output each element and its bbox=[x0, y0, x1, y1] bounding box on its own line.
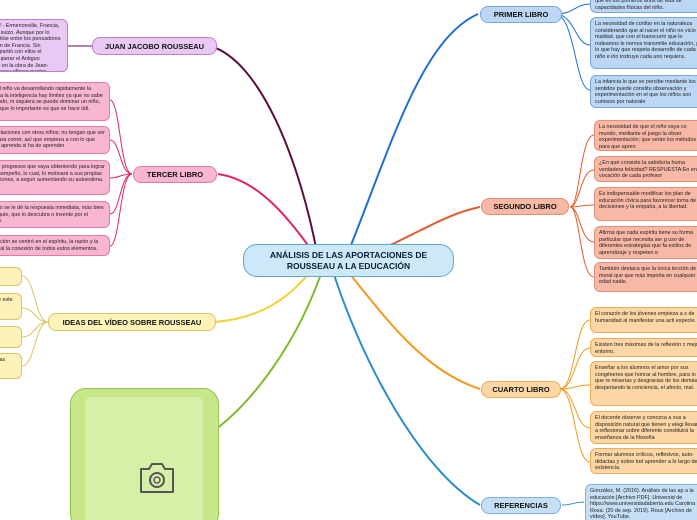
leaf-cuarto-4[interactable]: El docente observe y conozca a sus a dis… bbox=[590, 411, 697, 444]
branch-juan-jacobo-rousseau[interactable]: JUAN JACOBO ROUSSEAU bbox=[92, 37, 217, 55]
branch-segundo-libro[interactable]: SEGUNDO LIBRO bbox=[481, 198, 569, 215]
leaf-segundo-1[interactable]: La necesidad de que el niño vaya co mund… bbox=[594, 120, 697, 151]
link-jacobo bbox=[209, 45, 319, 259]
leaf-ideas-2[interactable]: de este bbox=[0, 293, 22, 320]
leaf-ideas-3[interactable]: a bbox=[0, 326, 22, 348]
link-cuarto bbox=[339, 261, 481, 390]
leaf-segundo-3[interactable]: Es indispensable modificar los plan de e… bbox=[594, 187, 697, 221]
leaf-primer-2[interactable]: La necesidad de confiar en la naturaleza… bbox=[590, 17, 697, 69]
leaf-tercer-2[interactable]: Sus relaciones con otros niños; no tenga… bbox=[0, 126, 110, 154]
leaf-cuarto-3[interactable]: Enseñar a los alumnos el amor por sus co… bbox=[590, 361, 697, 406]
leaf-segundo-4[interactable]: Afirma que cada espíritu tiene su forma … bbox=[594, 226, 697, 259]
leaf-ideas-1[interactable] bbox=[0, 267, 22, 286]
central-topic[interactable]: ANÁLISIS DE LAS APORTACIONES DE ROUSSEAU… bbox=[243, 244, 454, 277]
branch-primer-libro[interactable]: PRIMER LIBRO bbox=[480, 6, 562, 23]
image-node[interactable] bbox=[70, 388, 219, 520]
branch-referencias[interactable]: REFERENCIAS bbox=[481, 497, 561, 514]
leaf-cuarto-2[interactable]: Existen tres máximas de la reflexión c m… bbox=[590, 338, 697, 357]
image-placeholder bbox=[85, 397, 203, 520]
leaf-tercer-4[interactable]: Que no se le dé la respuesta inmediata, … bbox=[0, 201, 110, 228]
leaf-tercer-5[interactable]: Educación se centró en el espíritu, la r… bbox=[0, 235, 110, 256]
link-primer bbox=[344, 13, 479, 261]
leaf-segundo-5[interactable]: También destaca que la única lección de … bbox=[594, 262, 697, 292]
leaf-cuarto-1[interactable]: El corazón de los jóvenes empieza a s de… bbox=[590, 307, 697, 333]
leaf-ideas-4[interactable]: r las bbox=[0, 353, 22, 379]
leaf-tercer-3[interactable]: De los progresos que vaya obteniendo par… bbox=[0, 160, 110, 195]
leaf-segundo-2[interactable]: ¿En qué consiste la sabiduría huma verda… bbox=[594, 156, 697, 182]
leaf-jacobo-1[interactable]: (Ginebra, 1712 - Ermenonville, Francia, … bbox=[0, 19, 68, 72]
leaf-tercer-1[interactable]: Que el niño va desarrollando rápidamente… bbox=[0, 82, 110, 121]
leaf-referencias-1[interactable]: González, M. (2016). Análisis de las ap … bbox=[585, 484, 697, 520]
camera-icon bbox=[140, 463, 174, 493]
branch-cuarto-libro[interactable]: CUARTO LIBRO bbox=[481, 381, 561, 398]
branch-ideas-video[interactable]: IDEAS DEL VÍDEO SOBRE ROUSSEAU bbox=[48, 313, 216, 331]
link-referencias bbox=[329, 261, 481, 506]
leaf-primer-1[interactable]: que en los primeros años de vida se capa… bbox=[590, 0, 697, 13]
branch-tercer-libro[interactable]: TERCER LIBRO bbox=[133, 166, 217, 183]
leaf-primer-3[interactable]: La infancia lo que se percibe mediante l… bbox=[590, 75, 697, 108]
leaf-cuarto-5[interactable]: Formar alumnos críticos, reflexivos, aut… bbox=[590, 448, 697, 474]
